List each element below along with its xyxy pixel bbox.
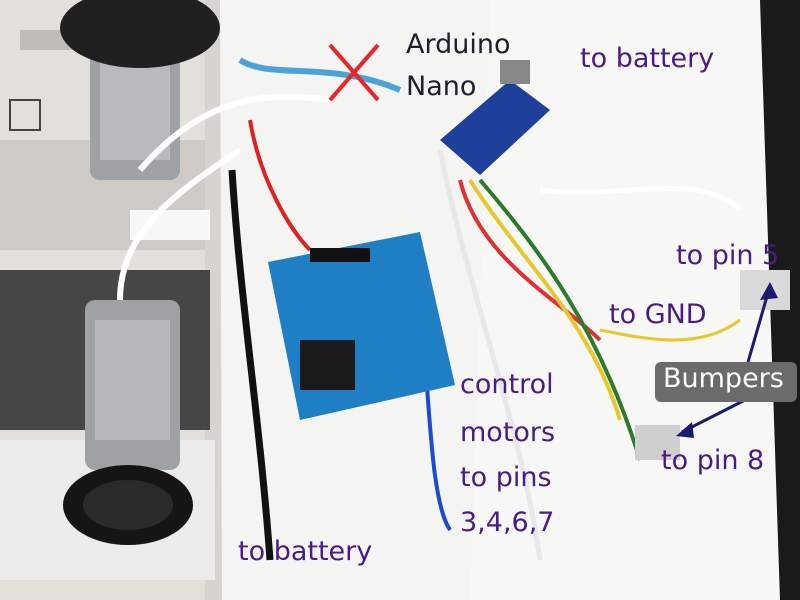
arrow-head-pin5: [760, 282, 778, 300]
green-wire: [478, 178, 642, 461]
motors-label: motors: [460, 417, 556, 448]
paper-sheet: [470, 0, 800, 600]
package-symbol: [9, 99, 41, 131]
usb-connector: [500, 60, 530, 84]
arrow-head-pin8: [676, 422, 694, 438]
screw-terminals: [310, 248, 370, 262]
red-cross-stroke-2: [328, 43, 380, 102]
black-wire: [228, 169, 274, 561]
bumpers-label-box: [655, 362, 797, 402]
yellow-bumper-wire: [599, 318, 741, 342]
top-wheel: [60, 0, 220, 68]
pins-list-label: 3,4,6,7: [460, 507, 555, 538]
bottom-wheel-hub: [83, 480, 173, 530]
arduino-label: Arduino: [406, 29, 511, 60]
white-wire-2: [117, 147, 242, 301]
to-pins-label: to pins: [460, 462, 552, 493]
driver-chip: [300, 340, 355, 390]
bumpers-label: Bumpers: [663, 363, 784, 394]
to-pin-8-label: to pin 8: [661, 445, 765, 476]
to-battery-bottom-label: to battery: [238, 536, 373, 567]
bottom-motor-body: [95, 320, 170, 440]
red-wire: [248, 119, 312, 252]
blue-cable: [238, 57, 402, 93]
yellow-wire: [468, 178, 622, 421]
nano-label: Nano: [406, 71, 477, 102]
to-gnd-label: to GND: [609, 299, 707, 330]
arduino-nano-board: [440, 80, 550, 175]
control-label: control: [460, 369, 554, 400]
top-motor-body: [100, 60, 170, 160]
white-loop-wire: [539, 186, 742, 212]
to-pin-5-label: to pin 5: [676, 240, 780, 271]
to-battery-top-label: to battery: [580, 43, 715, 74]
white-wire-3: [437, 149, 543, 561]
bumper-pad-pin8: [635, 425, 680, 460]
white-wire: [137, 93, 331, 172]
